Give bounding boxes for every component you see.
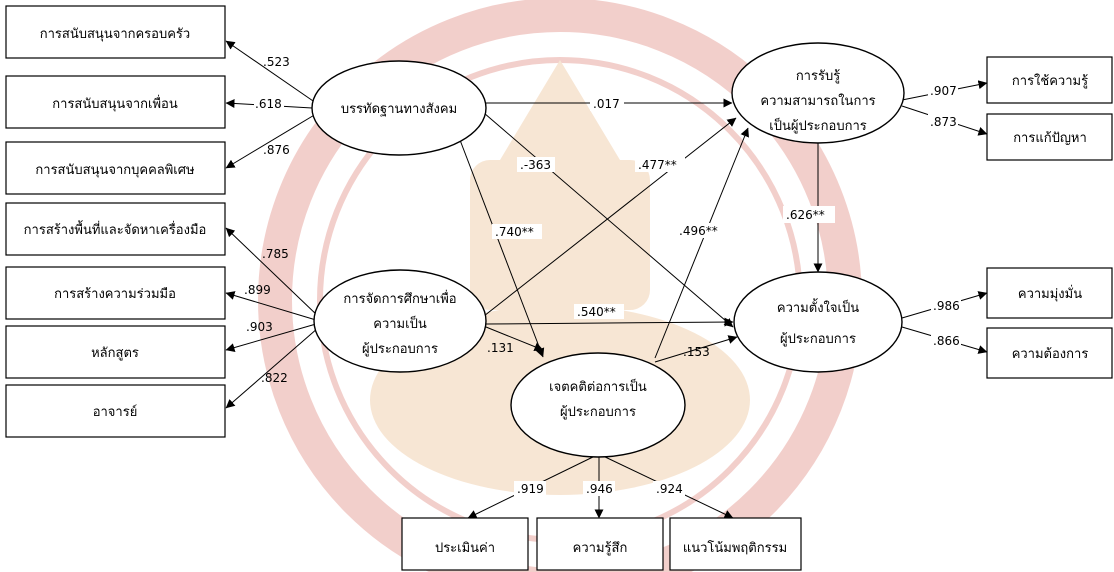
box-label: การสนับสนุนจากเพื่อน (52, 95, 178, 112)
box-label: ความรู้สึก (573, 541, 628, 556)
observed-desire: ความต้องการ (986, 327, 1113, 379)
box-label: การสร้างพื้นที่และจัดหาเครื่องมือ (24, 220, 207, 238)
path-ed-space (225, 227, 319, 317)
coef-pb-solve: .873 (930, 115, 957, 129)
latent-label-line2: ผู้ประกอบการ (560, 405, 636, 420)
coef-ed-teacher: .822 (261, 371, 288, 385)
observed-problem-solving: การแก้ปัญหา (986, 113, 1113, 161)
path-ed-coop (225, 291, 317, 321)
path-ed-pb (483, 117, 737, 317)
latent-social-norms: บรรทัดฐานทางสังคม (311, 60, 487, 156)
coef-pb-in: .626** (786, 208, 825, 222)
coef-at-in: .153 (683, 345, 710, 359)
latent-label-line1: การจัดการศึกษาเพื่อ (343, 290, 456, 307)
coef-ed-in: .540** (577, 305, 616, 319)
coef-ed-curr: .903 (246, 320, 273, 334)
path-sn-family (225, 40, 317, 104)
coef-in-desire: .866 (933, 334, 960, 348)
observed-teacher: อาจารย์ (5, 384, 226, 438)
seal-crown (470, 160, 650, 310)
box-label: การใช้ความรู้ (1012, 73, 1088, 89)
box-label: แนวโน้มพฤติกรรม (683, 540, 787, 556)
path-at-pb (654, 127, 749, 359)
coef-pb-use: .907 (930, 84, 957, 98)
coefficient-labels: .523 .618 .876 .785 .899 .903 .822 .907 … (244, 55, 961, 496)
path-ed-in (485, 317, 734, 327)
latent-label-line3: เป็นผู้ประกอบการ (769, 116, 867, 134)
latent-attitude: เจตคติต่อการเป็น ผู้ประกอบการ (510, 352, 686, 458)
coef-sn-friend: .618 (255, 97, 282, 111)
latent-label-line2: ผู้ประกอบการ (780, 332, 856, 347)
observed-evaluation: ประเมินค่า (401, 517, 529, 571)
path-sn-at (459, 139, 545, 358)
latent-label: บรรทัดฐานทางสังคม (341, 102, 457, 117)
box-label: การสนับสนุนจากบุคคลพิเศษ (35, 163, 195, 178)
coef-ed-space: .785 (262, 247, 289, 261)
coef-sn-special: .876 (263, 143, 290, 157)
box-label: ประเมินค่า (435, 541, 495, 556)
observed-behavior: แนวโน้มพฤติกรรม (669, 517, 802, 571)
coef-at-eval: .919 (517, 482, 544, 496)
coef-sn-at: .740** (495, 225, 534, 239)
path-ed-curr (225, 323, 317, 352)
box-label: ความต้องการ (1012, 347, 1089, 362)
box-label: หลักสูตร (91, 346, 139, 361)
box-label: การสร้างความร่วมมือ (54, 286, 176, 302)
observed-family-support: การสนับสนุนจากครอบครัว (5, 5, 226, 59)
latent-label-line1: ความตั้งใจเป็น (777, 298, 859, 316)
coef-at-feel: .946 (586, 482, 613, 496)
box-label: การสนับสนุนจากครอบครัว (40, 27, 190, 42)
latent-label-line2: ความสามารถในการ (760, 93, 875, 109)
path-sn-special (225, 113, 317, 169)
coef-sn-in: .-363 (520, 158, 551, 172)
observed-friend-support: การสนับสนุนจากเพื่อน (5, 75, 226, 129)
coef-sn-pb: .017 (593, 97, 620, 111)
observed-special-support: การสนับสนุนจากบุคคลพิเศษ (5, 141, 226, 195)
coef-ed-at: .131 (487, 341, 514, 355)
latent-label-line1: เจตคติต่อการเป็น (549, 377, 647, 395)
coef-ed-coop: .899 (244, 283, 271, 297)
latent-education: การจัดการศึกษาเพื่อ ความเป็น ผู้ประกอบกา… (313, 269, 487, 373)
latent-perceived-ability: การรับรู้ ความสามารถในการ เป็นผู้ประกอบก… (731, 42, 905, 144)
observed-commitment: ความมุ่งมั่น (986, 267, 1113, 319)
path-ed-teacher (225, 327, 319, 409)
coef-at-behav: .924 (656, 482, 683, 496)
path-ed-at (485, 326, 544, 351)
latent-intention: ความตั้งใจเป็น ผู้ประกอบการ (733, 271, 903, 373)
observed-feeling: ความรู้สึก (536, 517, 664, 571)
observed-cooperation: การสร้างความร่วมมือ (5, 266, 226, 320)
path-sn-in (483, 112, 734, 328)
latent-label-line3: ผู้ประกอบการ (362, 342, 438, 357)
observed-knowledge-use: การใช้ความรู้ (986, 56, 1113, 104)
box-label: การแก้ปัญหา (1013, 131, 1087, 146)
observed-curriculum: หลักสูตร (5, 325, 226, 379)
path-at-in (654, 335, 738, 363)
coef-ed-pb: .477** (638, 158, 677, 172)
observed-space-tools: การสร้างพื้นที่และจัดหาเครื่องมือ (5, 202, 226, 256)
box-label: ความมุ่งมั่น (1018, 285, 1082, 302)
latent-label-line1: การรับรู้ (796, 69, 840, 84)
coef-at-pb: .496** (679, 224, 718, 238)
box-label: อาจารย์ (93, 404, 138, 420)
seal-crown-top (500, 60, 620, 160)
latent-label-line2: ความเป็น (373, 314, 427, 332)
coef-sn-family: .523 (263, 55, 290, 69)
coef-in-commit: .986 (933, 299, 960, 313)
